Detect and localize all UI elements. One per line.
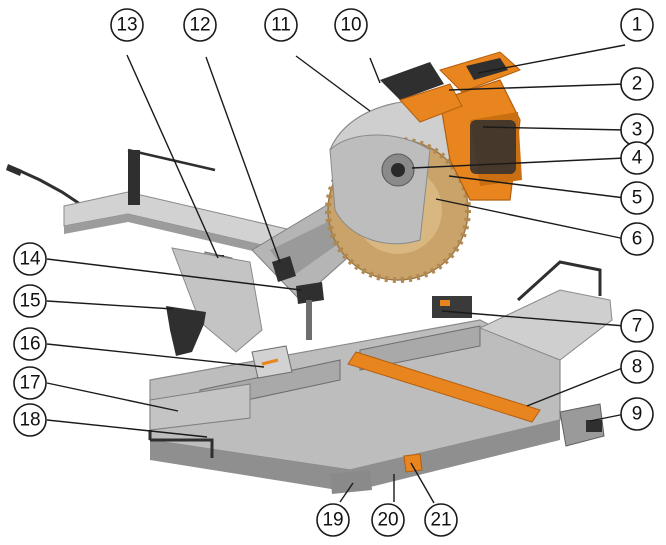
callout-13: 13 <box>110 8 144 42</box>
svg-text:6: 6 <box>632 229 643 250</box>
saw-illustration <box>6 51 613 494</box>
svg-text:17: 17 <box>19 373 40 394</box>
svg-text:5: 5 <box>632 188 643 209</box>
callout-10: 10 <box>334 8 368 42</box>
motor-cover <box>470 120 516 174</box>
svg-text:1: 1 <box>632 15 643 36</box>
callout-6: 6 <box>620 222 654 256</box>
callout-4: 4 <box>620 141 654 175</box>
right-extension <box>478 289 613 361</box>
left-extension <box>149 383 251 431</box>
callout-15: 15 <box>13 284 47 318</box>
callout-16: 16 <box>13 327 47 361</box>
arbor-bolt <box>391 163 405 177</box>
leader-lines <box>46 44 626 504</box>
svg-text:8: 8 <box>632 357 643 378</box>
svg-text:2: 2 <box>632 74 643 95</box>
svg-text:21: 21 <box>430 510 451 531</box>
callout-2: 2 <box>620 67 654 101</box>
svg-text:13: 13 <box>116 15 137 36</box>
callout-18: 18 <box>13 403 47 437</box>
callout-7: 7 <box>620 309 654 343</box>
bevel-knob <box>296 282 324 304</box>
callout-5: 5 <box>620 181 654 215</box>
callout-12: 12 <box>183 8 217 42</box>
svg-text:10: 10 <box>340 15 361 36</box>
callout-8: 8 <box>620 350 654 384</box>
svg-text:3: 3 <box>632 120 643 141</box>
slide-rails <box>63 148 301 262</box>
power-cord <box>17 168 81 206</box>
svg-text:7: 7 <box>632 316 643 337</box>
miter-lock-knob <box>403 453 423 473</box>
svg-text:4: 4 <box>632 148 643 169</box>
svg-text:11: 11 <box>271 15 291 36</box>
callout-20: 20 <box>371 503 405 537</box>
callout-11: 11 <box>264 8 298 42</box>
extension-wire <box>150 438 214 458</box>
callout-3: 3 <box>620 113 654 147</box>
bevel-lock-handle <box>166 306 206 356</box>
svg-text:16: 16 <box>19 334 40 355</box>
svg-text:15: 15 <box>19 291 40 312</box>
pivot-arm <box>171 247 263 353</box>
svg-text:14: 14 <box>19 249 41 270</box>
depth-stop-knob <box>272 256 296 282</box>
warning-label <box>432 296 472 318</box>
svg-text:18: 18 <box>19 410 40 431</box>
svg-text:19: 19 <box>322 510 343 531</box>
callout-1: 1 <box>620 8 654 42</box>
svg-text:9: 9 <box>632 404 643 425</box>
callout-17: 17 <box>13 366 47 400</box>
switch-trigger <box>466 58 508 80</box>
operating-handle <box>380 62 444 100</box>
base-foot <box>330 470 372 494</box>
table-insert <box>347 351 541 423</box>
callout-21: 21 <box>424 503 458 537</box>
work-clamp <box>559 403 605 447</box>
callout-9: 9 <box>620 397 654 431</box>
callout-19: 19 <box>316 503 350 537</box>
svg-text:20: 20 <box>377 510 398 531</box>
svg-text:12: 12 <box>189 15 210 36</box>
callout-14: 14 <box>13 242 47 276</box>
